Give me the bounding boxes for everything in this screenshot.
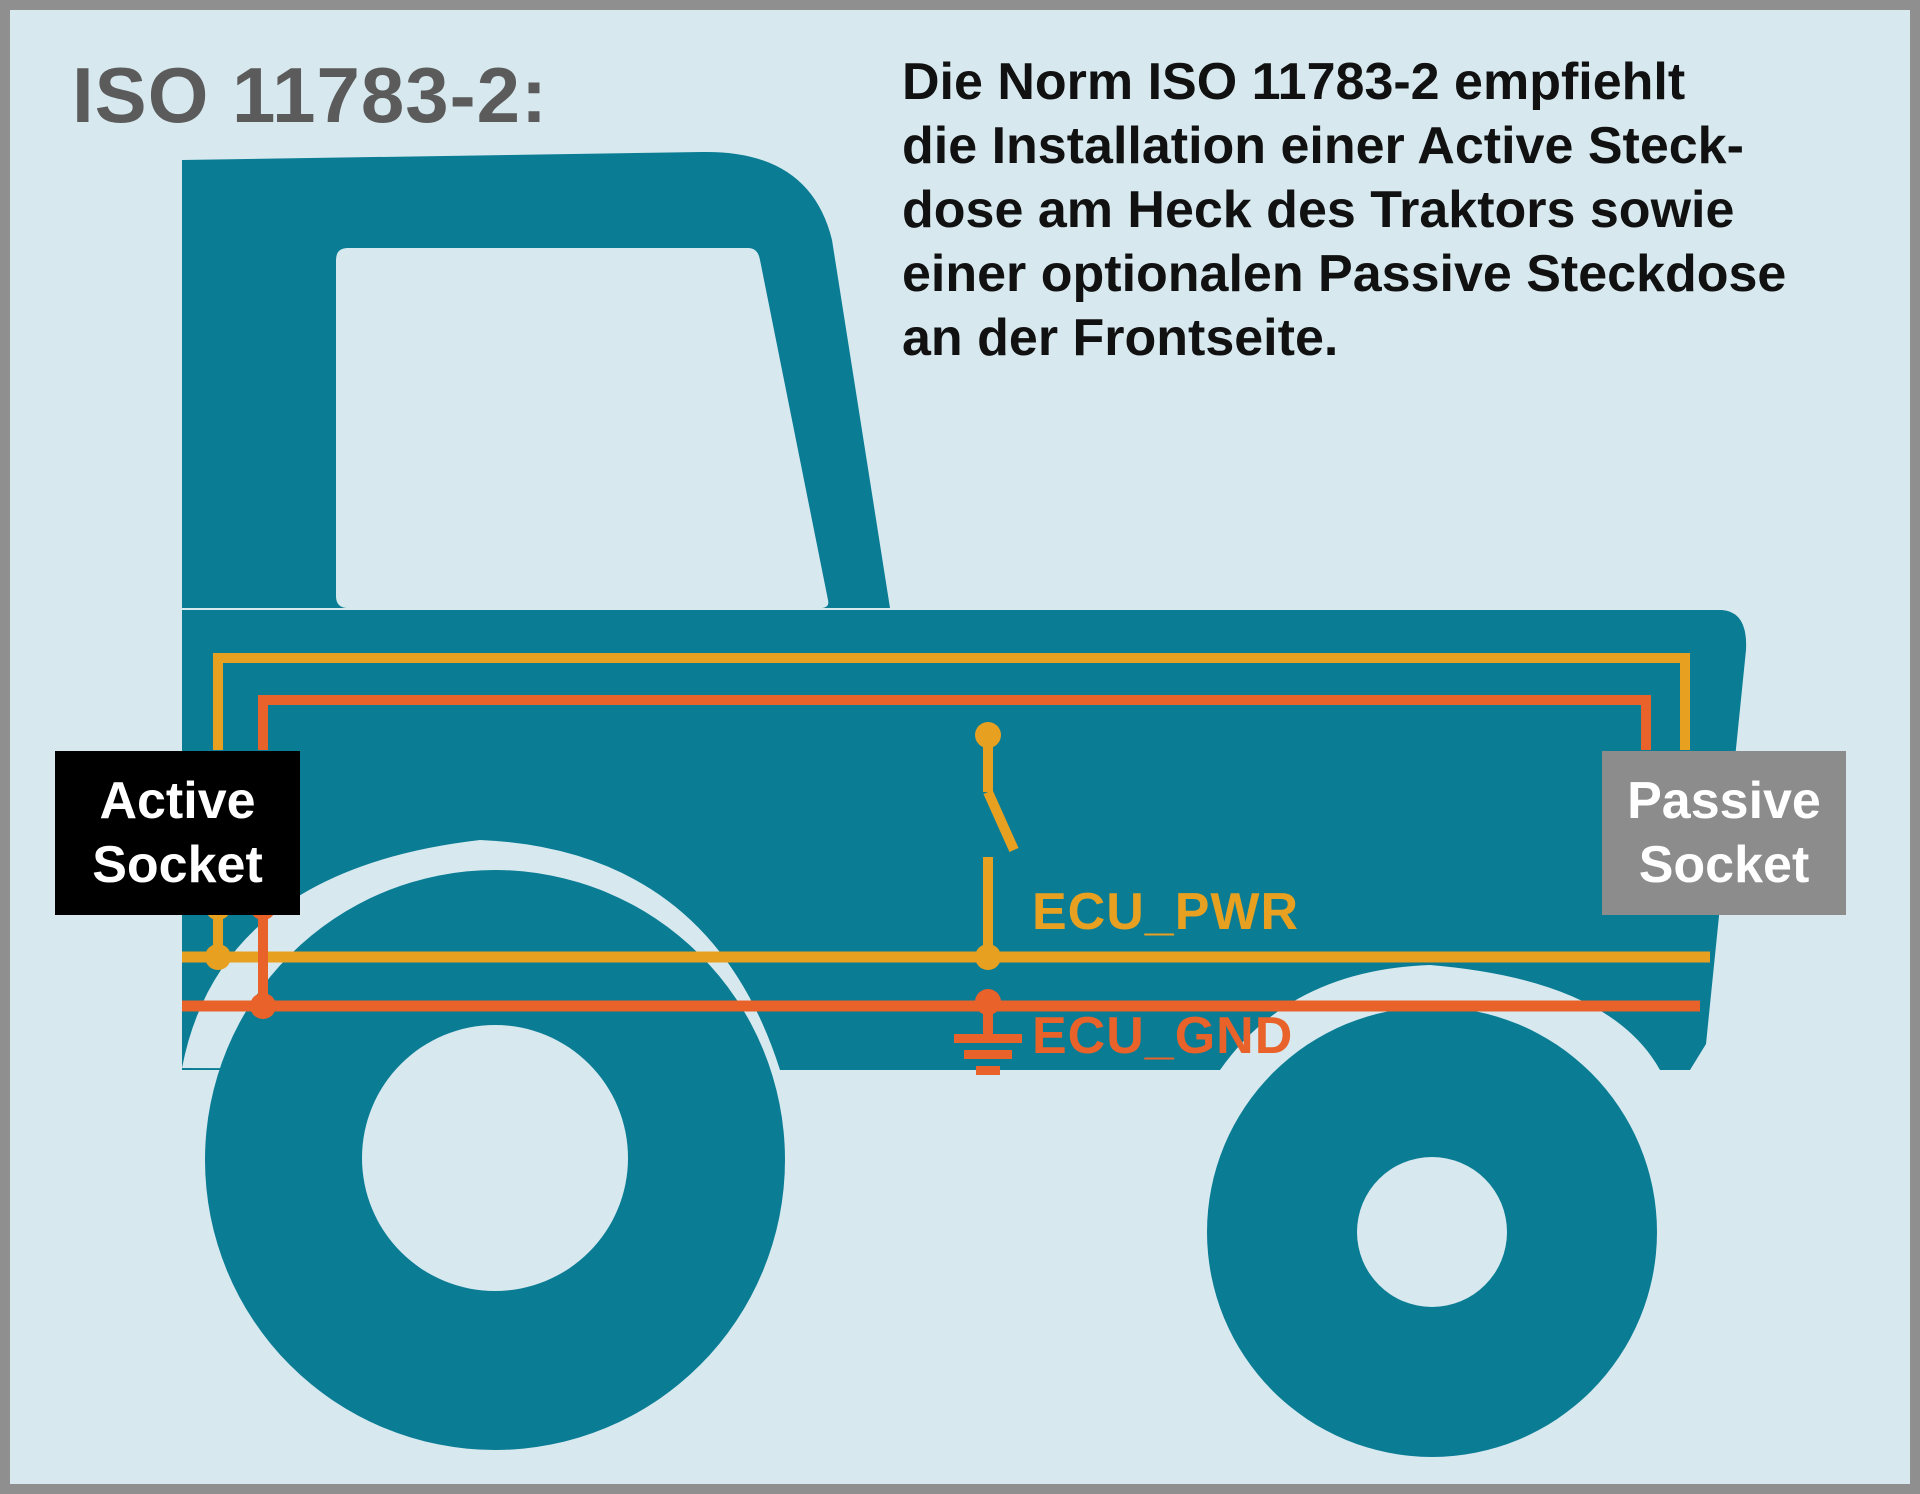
passive-socket-label: Passive Socket xyxy=(1602,751,1846,915)
switch-pwr-junction xyxy=(975,944,1001,970)
page-title: ISO 11783-2: xyxy=(72,51,548,139)
active-gnd-junction xyxy=(250,993,276,1019)
switch-blade xyxy=(983,789,1019,853)
description-line: Die Norm ISO 11783-2 empfiehlt xyxy=(902,53,1686,111)
active-socket-line1: Active xyxy=(99,772,256,830)
cab-window xyxy=(336,248,829,608)
description-line: einer optionalen Passive Steckdose xyxy=(902,245,1787,303)
tractor-diagram xyxy=(182,151,1747,1457)
description-line: dose am Heck des Traktors sowie xyxy=(902,181,1735,239)
active-pwr-junction xyxy=(205,944,231,970)
passive-socket-line2: Socket xyxy=(1638,836,1810,894)
ground-loop-wire xyxy=(258,695,1651,750)
ecu-gnd-label: ECU_GND xyxy=(1032,1007,1294,1065)
ecu-pwr-label: ECU_PWR xyxy=(1032,883,1300,941)
front-wheel-hub xyxy=(1357,1157,1507,1307)
power-loop-wire xyxy=(213,653,1690,750)
ground-symbol xyxy=(954,1034,1022,1075)
description: Die Norm ISO 11783-2 empfiehlt die Insta… xyxy=(902,50,1882,370)
passive-socket-line1: Passive xyxy=(1627,772,1821,830)
description-line: an der Frontseite. xyxy=(902,309,1339,367)
diagram-canvas: ISO 11783-2: Die Norm ISO 11783-2 empfie… xyxy=(10,10,1910,1484)
active-socket-line2: Socket xyxy=(92,836,263,894)
description-line: die Installation einer Active Steck- xyxy=(902,117,1744,175)
rear-wheel-hub xyxy=(362,1025,628,1291)
active-socket-label: Active Socket xyxy=(55,751,300,915)
